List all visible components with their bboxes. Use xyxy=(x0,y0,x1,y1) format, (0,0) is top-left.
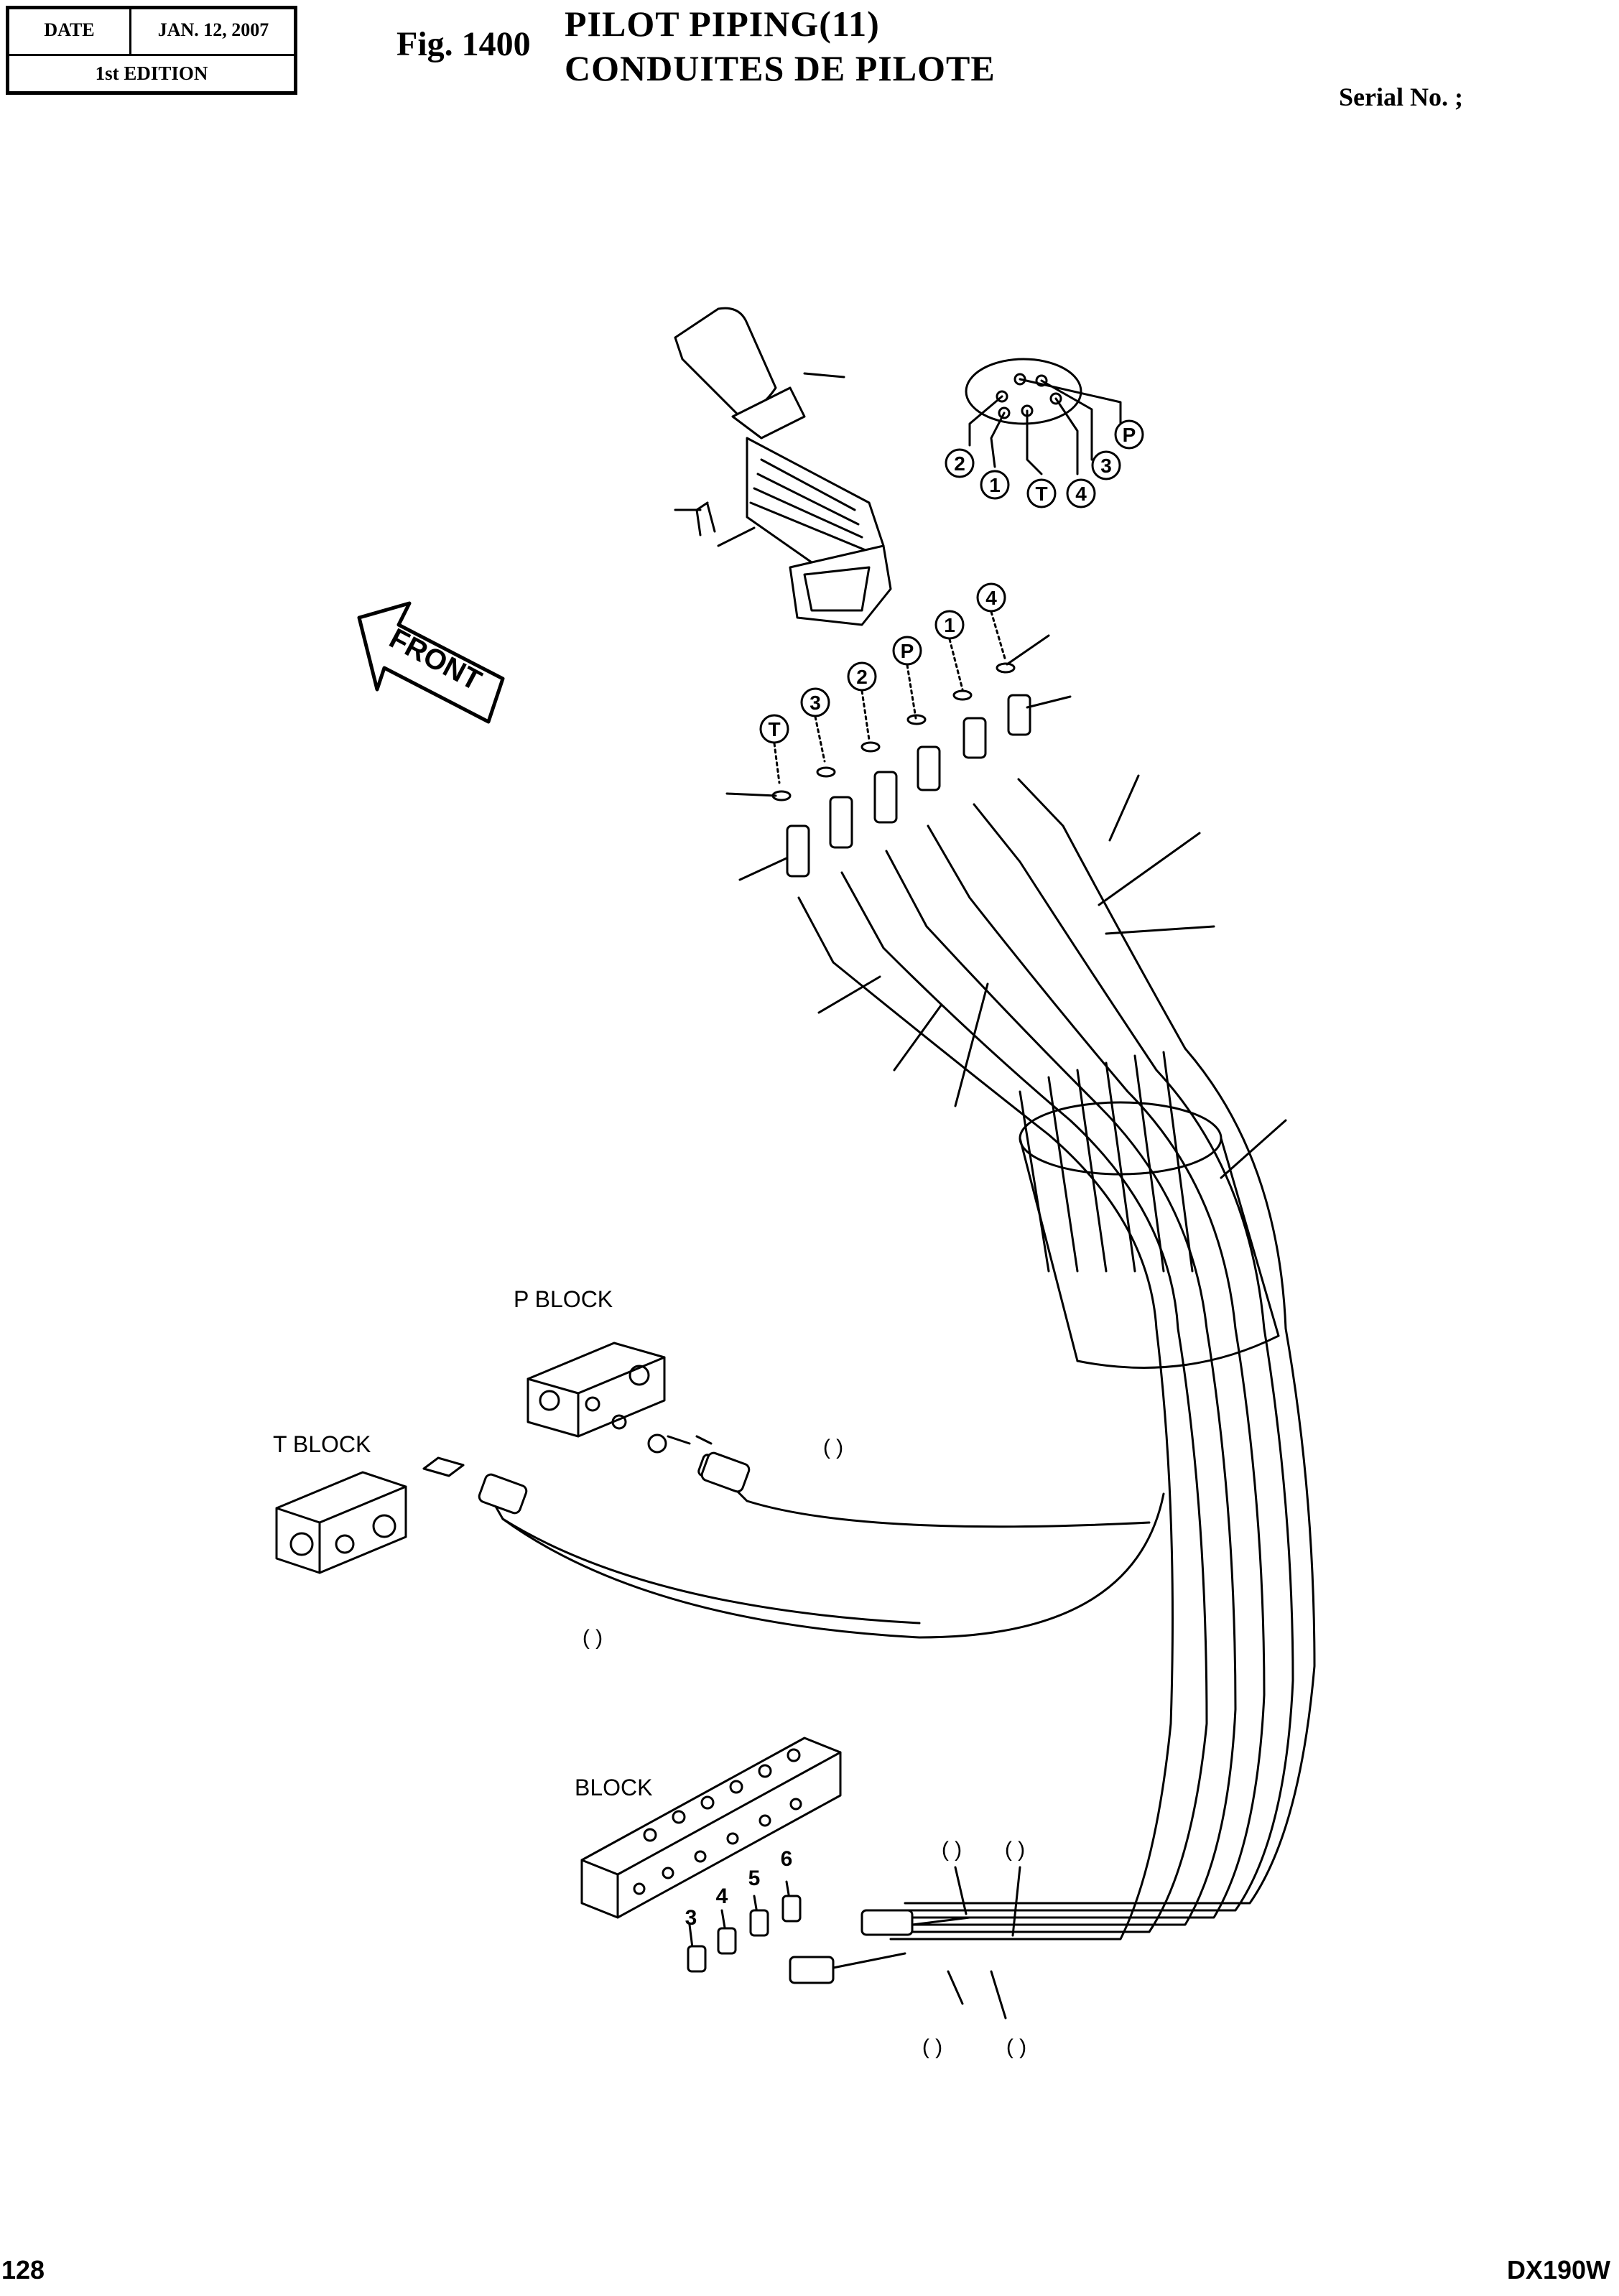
figure-title-english: PILOT PIPING(11) xyxy=(565,4,880,44)
edition-row: 1st EDITION xyxy=(9,54,294,95)
hose-fittings xyxy=(725,634,1072,881)
port-pattern-diagram xyxy=(945,358,1144,508)
port-label-3: 3 xyxy=(810,692,821,714)
manifold-block xyxy=(580,1737,842,1973)
pattern-label-4: 4 xyxy=(1075,483,1087,505)
block-port-5: 5 xyxy=(748,1867,761,1890)
pattern-label-1: 1 xyxy=(989,474,1001,496)
leader-lines xyxy=(817,774,1215,1107)
hose-ref-upper-left: ( ) xyxy=(942,1838,962,1862)
edition-label: 1st EDITION xyxy=(95,62,208,84)
front-direction-arrow: FRONT xyxy=(357,601,505,724)
block-label: BLOCK xyxy=(575,1775,652,1800)
model-number: DX190W xyxy=(1506,2255,1610,2285)
joystick-assembly xyxy=(674,307,892,626)
pattern-label-3: 3 xyxy=(1100,455,1112,477)
hose-protection-sleeve xyxy=(1019,1101,1287,1369)
hose-ref-lower-right: ( ) xyxy=(1006,2035,1026,2059)
date-value: JAN. 12, 2007 xyxy=(157,19,269,40)
p-block xyxy=(526,1342,732,1484)
pattern-label-t: T xyxy=(1035,483,1047,505)
date-label: DATE xyxy=(9,9,131,54)
port-label-t: T xyxy=(768,718,780,740)
figure-title-french: CONDUITES DE PILOTE xyxy=(565,48,996,88)
p-block-label: P BLOCK xyxy=(514,1286,613,1312)
block-hoses xyxy=(478,1451,1165,1639)
block-port-6: 6 xyxy=(781,1847,793,1871)
serial-number-label: Serial No. ; xyxy=(1339,83,1463,111)
bottom-hose-ends xyxy=(789,1866,1021,2020)
port-label-2: 2 xyxy=(856,666,868,688)
port-label-1: 1 xyxy=(944,614,955,636)
hose-ref-lower-left: ( ) xyxy=(922,2035,942,2059)
page-number: 128 xyxy=(1,2255,45,2285)
edition-header-box: DATE JAN. 12, 2007 1st EDITION xyxy=(6,6,297,95)
t-block xyxy=(275,1456,465,1574)
block-port-3: 3 xyxy=(685,1906,697,1930)
port-label-4: 4 xyxy=(985,587,997,609)
hose-ref-t-block: ( ) xyxy=(583,1626,603,1650)
date-row: DATE JAN. 12, 2007 xyxy=(9,9,294,56)
pattern-label-2: 2 xyxy=(954,452,965,475)
t-block-label: T BLOCK xyxy=(273,1431,371,1457)
pattern-label-p: P xyxy=(1123,424,1136,446)
port-label-p: P xyxy=(901,640,914,662)
block-port-4: 4 xyxy=(716,1884,728,1908)
figure-number: Fig. 1400 xyxy=(396,25,531,63)
hose-ref-upper-right: ( ) xyxy=(1005,1838,1025,1862)
port-callouts xyxy=(759,582,1007,784)
pilot-hoses xyxy=(797,778,1316,1941)
hose-ref-p-block: ( ) xyxy=(823,1436,843,1459)
